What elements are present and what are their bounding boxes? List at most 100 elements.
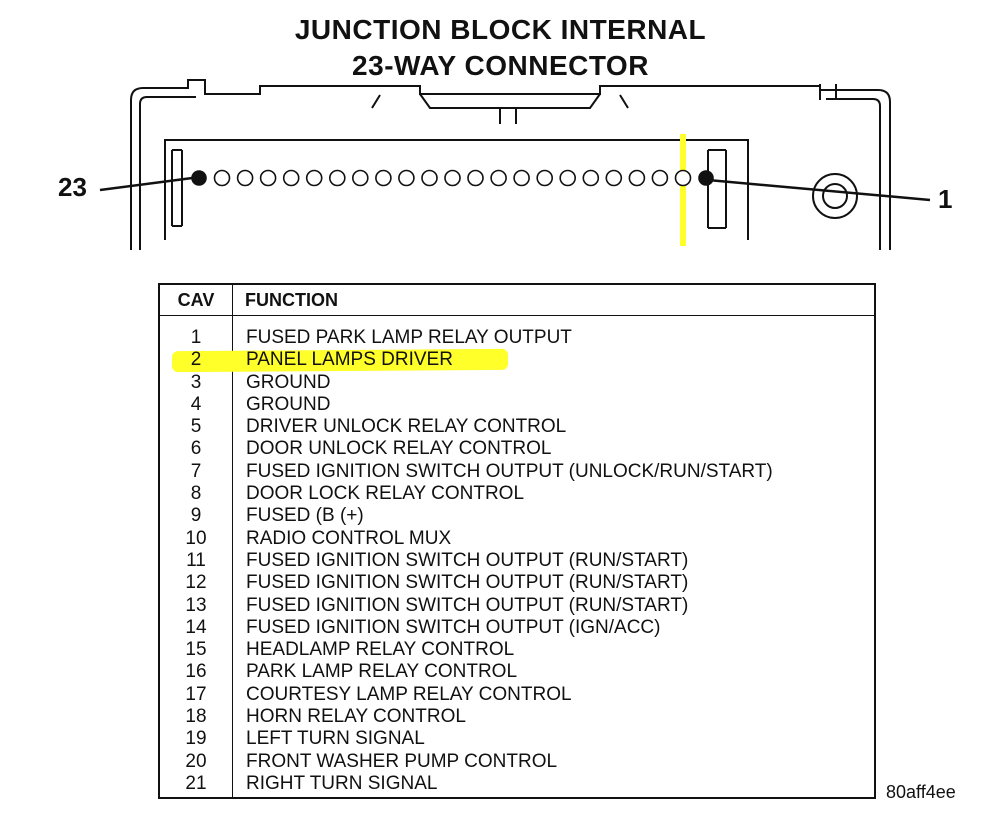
table-row: 9 FUSED (B (+) (160, 505, 874, 527)
table-row: 20 FRONT WASHER PUMP CONTROL (160, 751, 874, 773)
table-header: CAV FUNCTION (160, 285, 874, 316)
row-function: FUSED IGNITION SWITCH OUTPUT (UNLOCK/RUN… (246, 460, 773, 482)
row-function: FUSED IGNITION SWITCH OUTPUT (RUN/START) (246, 594, 689, 616)
pin-cavity-2 (674, 169, 692, 187)
row-function: RADIO CONTROL MUX (246, 527, 452, 549)
connector-drawing (99, 79, 931, 250)
table-row: 10 RADIO CONTROL MUX (160, 528, 874, 550)
table-row: 13 FUSED IGNITION SWITCH OUTPUT (RUN/STAR… (160, 595, 874, 617)
row-cav: 15 (185, 639, 207, 661)
row-cav: 11 (186, 549, 206, 571)
row-cav: 10 (185, 527, 207, 549)
pin-cavity-20 (259, 169, 277, 187)
row-function: PANEL LAMPS DRIVER (246, 349, 453, 371)
pin-cavity-14 (398, 169, 415, 187)
table-row: 16 PARK LAMP RELAY CONTROL (160, 661, 874, 683)
row-function: HORN RELAY CONTROL (246, 706, 466, 728)
row-function: LEFT TURN SIGNAL (246, 728, 425, 750)
pin-cavity-16 (351, 169, 369, 187)
row-cav: 1 (190, 327, 202, 348)
row-cav: 4 (190, 393, 202, 415)
pin-cavity-8 (536, 169, 554, 187)
mounting-hole (812, 173, 858, 219)
diagram-title: JUNCTION BLOCK INTERNAL (294, 14, 707, 45)
row-function: FUSED (B (+) (246, 505, 364, 527)
pin-cavity-3 (651, 169, 669, 187)
table-row: 12 FUSED IGNITION SWITCH OUTPUT (RUN/STAR… (160, 572, 874, 594)
row-cav: 16 (185, 661, 207, 683)
table-rows: 1 FUSED PARK LAMP RELAY OUTPUT 2 PANEL LAMP… (160, 327, 874, 795)
row-function: DOOR UNLOCK RELAY CONTROL (246, 438, 552, 460)
pin-cavity-15 (375, 169, 392, 187)
diagram-subtitle: 23-WAY CONNECTOR (352, 50, 649, 81)
pin-cavity-22 (213, 169, 231, 187)
pin-cavity-18 (305, 169, 323, 187)
row-cav: 20 (185, 750, 207, 772)
pin-cavity-12 (444, 169, 461, 187)
row-function: COURTESY LAMP RELAY CONTROL (246, 683, 572, 705)
table-row: 5 DRIVER UNLOCK RELAY CONTROL (160, 416, 874, 438)
pin-cavity-9 (513, 169, 530, 187)
pin-cavity-5 (605, 169, 623, 187)
column-divider (232, 285, 233, 797)
pin-cavity-1 (698, 170, 714, 186)
row-function: GROUND (246, 371, 331, 393)
row-function: FUSED PARK LAMP RELAY OUTPUT (246, 327, 572, 348)
table-row: 18 HORN RELAY CONTROL (160, 706, 874, 728)
pin-cavity-13 (421, 169, 438, 187)
row-cav: 18 (185, 706, 207, 728)
row-cav: 5 (190, 416, 202, 438)
table-row: 17 COURTESY LAMP RELAY CONTROL (160, 684, 874, 706)
row-function: FUSED IGNITION SWITCH OUTPUT (IGN/ACC) (246, 616, 661, 638)
pin-cavities (191, 169, 714, 187)
pin-cavity-21 (236, 169, 254, 187)
row-function: GROUND (246, 393, 331, 415)
pin-cavity-11 (467, 169, 484, 187)
table-row: 3 GROUND (160, 372, 874, 394)
pin-cavity-19 (282, 169, 300, 187)
row-function: DRIVER UNLOCK RELAY CONTROL (246, 416, 567, 438)
pin-cavity-7 (559, 169, 577, 187)
pin-cavity-4 (628, 169, 646, 187)
pin-23-leader (99, 175, 201, 192)
pin-23-label: 23 (58, 172, 87, 202)
row-function: FUSED IGNITION SWITCH OUTPUT (RUN/START) (246, 572, 689, 594)
connector-housing (130, 79, 891, 250)
row-function: FUSED IGNITION SWITCH OUTPUT (RUN/START) (246, 549, 689, 571)
table-row: 14 FUSED IGNITION SWITCH OUTPUT (IGN/ACC) (160, 617, 874, 639)
cavity-frame (164, 139, 749, 240)
row-function: RIGHT TURN SIGNAL (246, 772, 438, 794)
cavity-function-table: CAV FUNCTION 1 FUSED PARK LAMP RELAY OUTP… (158, 283, 876, 799)
table-row: 4 GROUND (160, 394, 874, 416)
table-row: 2 PANEL LAMPS DRIVER (160, 349, 874, 371)
table-row: 7 FUSED IGNITION SWITCH OUTPUT (UNLOCK/RU… (160, 461, 874, 483)
table-row: 1 FUSED PARK LAMP RELAY OUTPUT (160, 327, 874, 349)
row-cav: 3 (190, 371, 202, 393)
row-function: FRONT WASHER PUMP CONTROL (246, 750, 558, 772)
row-function: DOOR LOCK RELAY CONTROL (246, 483, 525, 505)
table-row: 8 DOOR LOCK RELAY CONTROL (160, 483, 874, 505)
row-function: PARK LAMP RELAY CONTROL (246, 661, 518, 683)
row-cav: 13 (185, 594, 207, 616)
table-row: 21 RIGHT TURN SIGNAL (160, 773, 874, 795)
row-cav: 9 (190, 505, 202, 527)
table-row: 11 FUSED IGNITION SWITCH OUTPUT (RUN/STAR… (160, 550, 874, 572)
row-cav: 8 (190, 483, 202, 505)
table-row: 19 LEFT TURN SIGNAL (160, 728, 874, 750)
diagram-code: 80aff4ee (886, 782, 956, 802)
row-cav: 17 (185, 683, 207, 705)
row-cav: 7 (190, 460, 202, 482)
pin-cavity-6 (582, 169, 600, 187)
row-cav: 19 (185, 728, 207, 750)
pin-cavity-17 (328, 169, 346, 187)
row-cav: 2 (190, 349, 202, 371)
row-cav: 21 (185, 772, 207, 794)
row-cav: 14 (185, 616, 207, 638)
header-function: FUNCTION (245, 290, 338, 310)
header-cav: CAV (177, 290, 215, 310)
pin-1-leader (707, 178, 931, 202)
row-cav: 12 (185, 572, 207, 594)
pin-cavity-10 (490, 169, 507, 187)
